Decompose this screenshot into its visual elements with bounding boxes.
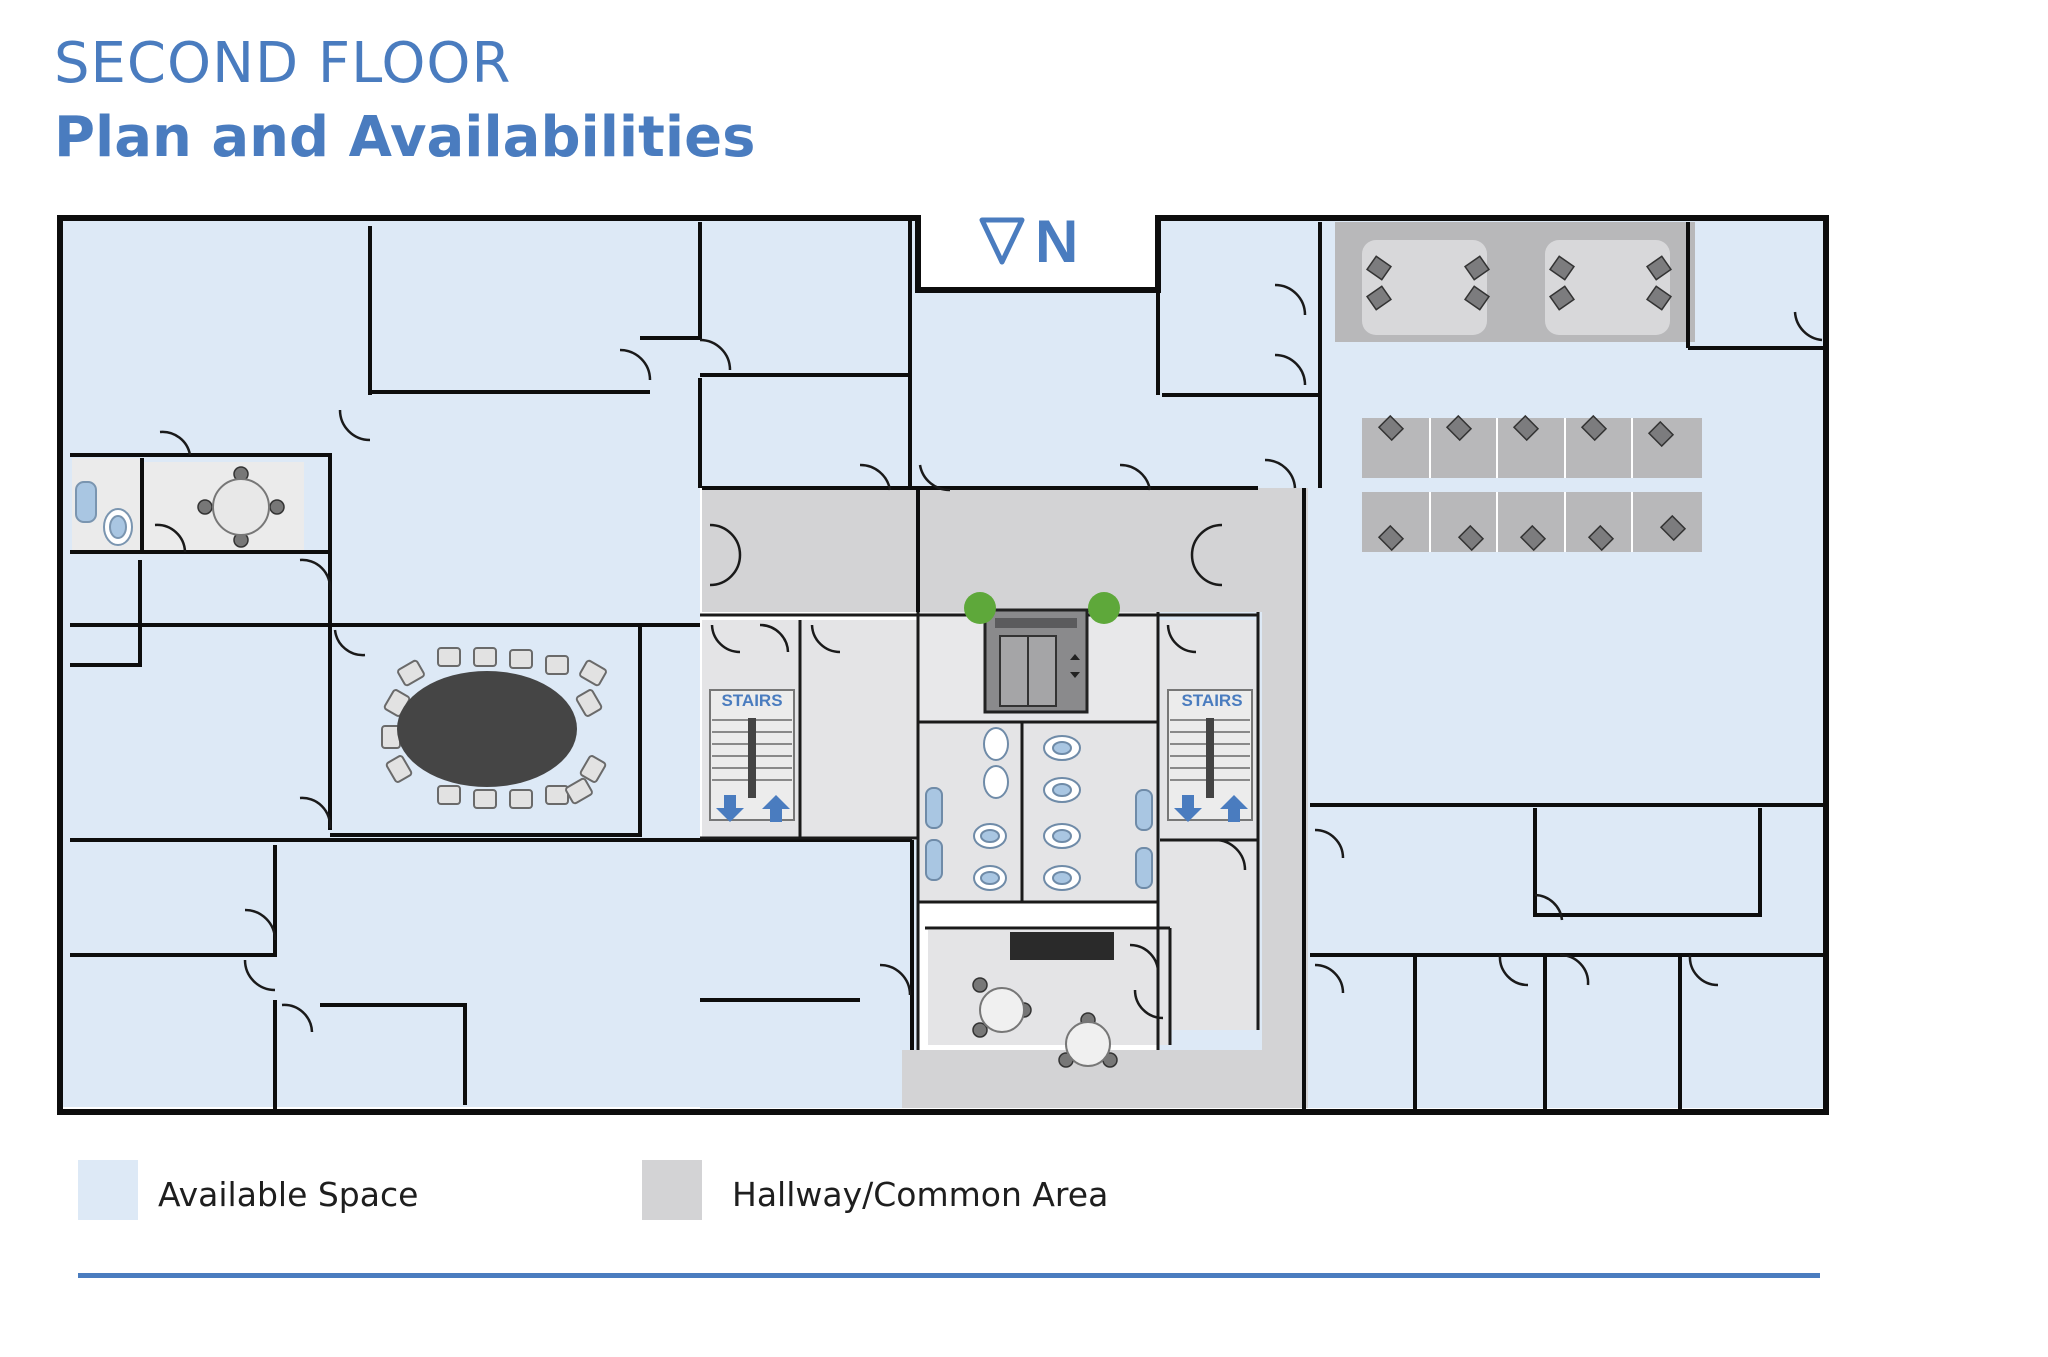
legend-label-common: Hallway/Common Area: [732, 1175, 1109, 1214]
west-stairs: STAIRS: [709, 689, 795, 822]
stairs-label-west: STAIRS: [721, 691, 782, 710]
plan-subtitle: Plan and Availabilities: [54, 105, 756, 170]
elevator: [983, 608, 1089, 714]
workstation-cluster-south: [1362, 492, 1702, 552]
round-table-west: [197, 466, 285, 548]
arrow-up-icon: [762, 795, 790, 822]
legend-label-available: Available Space: [158, 1175, 419, 1214]
legend-swatch-common: [642, 1160, 702, 1220]
north-arrow-icon: [979, 217, 1025, 265]
central-south-office: [700, 840, 918, 1108]
workstation-cluster-north: [1335, 222, 1695, 342]
core-restroom-fixtures: [925, 727, 1153, 891]
interior-walls: [70, 218, 1826, 1110]
restroom-core: [918, 722, 1158, 902]
arrow-up-icon: [1220, 795, 1248, 822]
workstation-cluster-middle: [1362, 414, 1702, 478]
west-service-room: [802, 620, 918, 838]
north-label: N: [1035, 208, 1078, 275]
legend-swatch-available: [78, 1160, 138, 1220]
break-room-furniture: [972, 932, 1118, 1068]
conference-table: [381, 647, 607, 809]
east-stairs: STAIRS: [1167, 689, 1253, 822]
arrow-down-icon: [716, 795, 744, 822]
door-swings: [154, 283, 1823, 1033]
plant-icon: [964, 592, 1120, 624]
footer-rule: [78, 1273, 1820, 1278]
floor-title: SECOND FLOOR: [54, 31, 512, 96]
central-north-office: [918, 293, 1158, 493]
stairs-label-east: STAIRS: [1181, 691, 1242, 710]
arrow-down-icon: [1174, 795, 1202, 822]
west-restroom-fixtures: [75, 481, 133, 546]
north-arrow: N: [979, 208, 1078, 275]
east-service-room: [1160, 840, 1260, 1030]
